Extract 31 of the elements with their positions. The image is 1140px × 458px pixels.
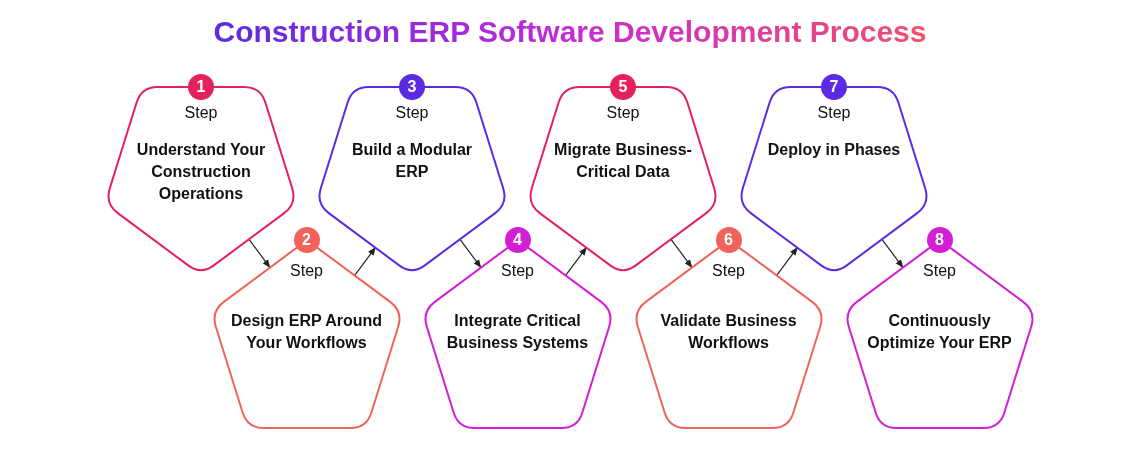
step-title: Integrate Critical Business Systems (445, 311, 590, 353)
step-number-badge: 5 (610, 74, 636, 100)
step-label: Step (184, 104, 218, 122)
step-title: Understand Your Construction Operations (135, 140, 267, 204)
arrow (353, 247, 376, 277)
step-title: Design ERP Around Your Workflows (230, 311, 383, 353)
step-label: Step (923, 262, 956, 280)
arrow (881, 238, 904, 268)
step-number-badge: 6 (715, 227, 742, 253)
step-label: Step (395, 104, 429, 122)
step-number-badge: 3 (399, 74, 425, 100)
step-label: Step (290, 262, 323, 280)
step-number-badge: 1 (188, 74, 214, 100)
step-number-badge: 4 (504, 227, 531, 253)
step-title: Deploy in Phases (766, 140, 902, 160)
step-number-badge: 8 (926, 227, 953, 253)
step-number-badge: 2 (293, 227, 320, 253)
arrow (775, 247, 798, 277)
step-title: Build a Modular ERP (351, 140, 473, 182)
step-label: Step (712, 262, 745, 280)
step-number-badge: 7 (821, 74, 847, 100)
arrow (670, 238, 693, 268)
arrow (564, 247, 587, 277)
step-title: Validate Business Workflows (659, 311, 798, 353)
step-label: Step (817, 104, 851, 122)
arrow (248, 238, 271, 268)
step-title: Continuously Optimize Your ERP (866, 311, 1013, 353)
step-title: Migrate Business-Critical Data (553, 140, 693, 182)
arrow (459, 238, 482, 268)
step-label: Step (501, 262, 534, 280)
step-label: Step (606, 104, 640, 122)
